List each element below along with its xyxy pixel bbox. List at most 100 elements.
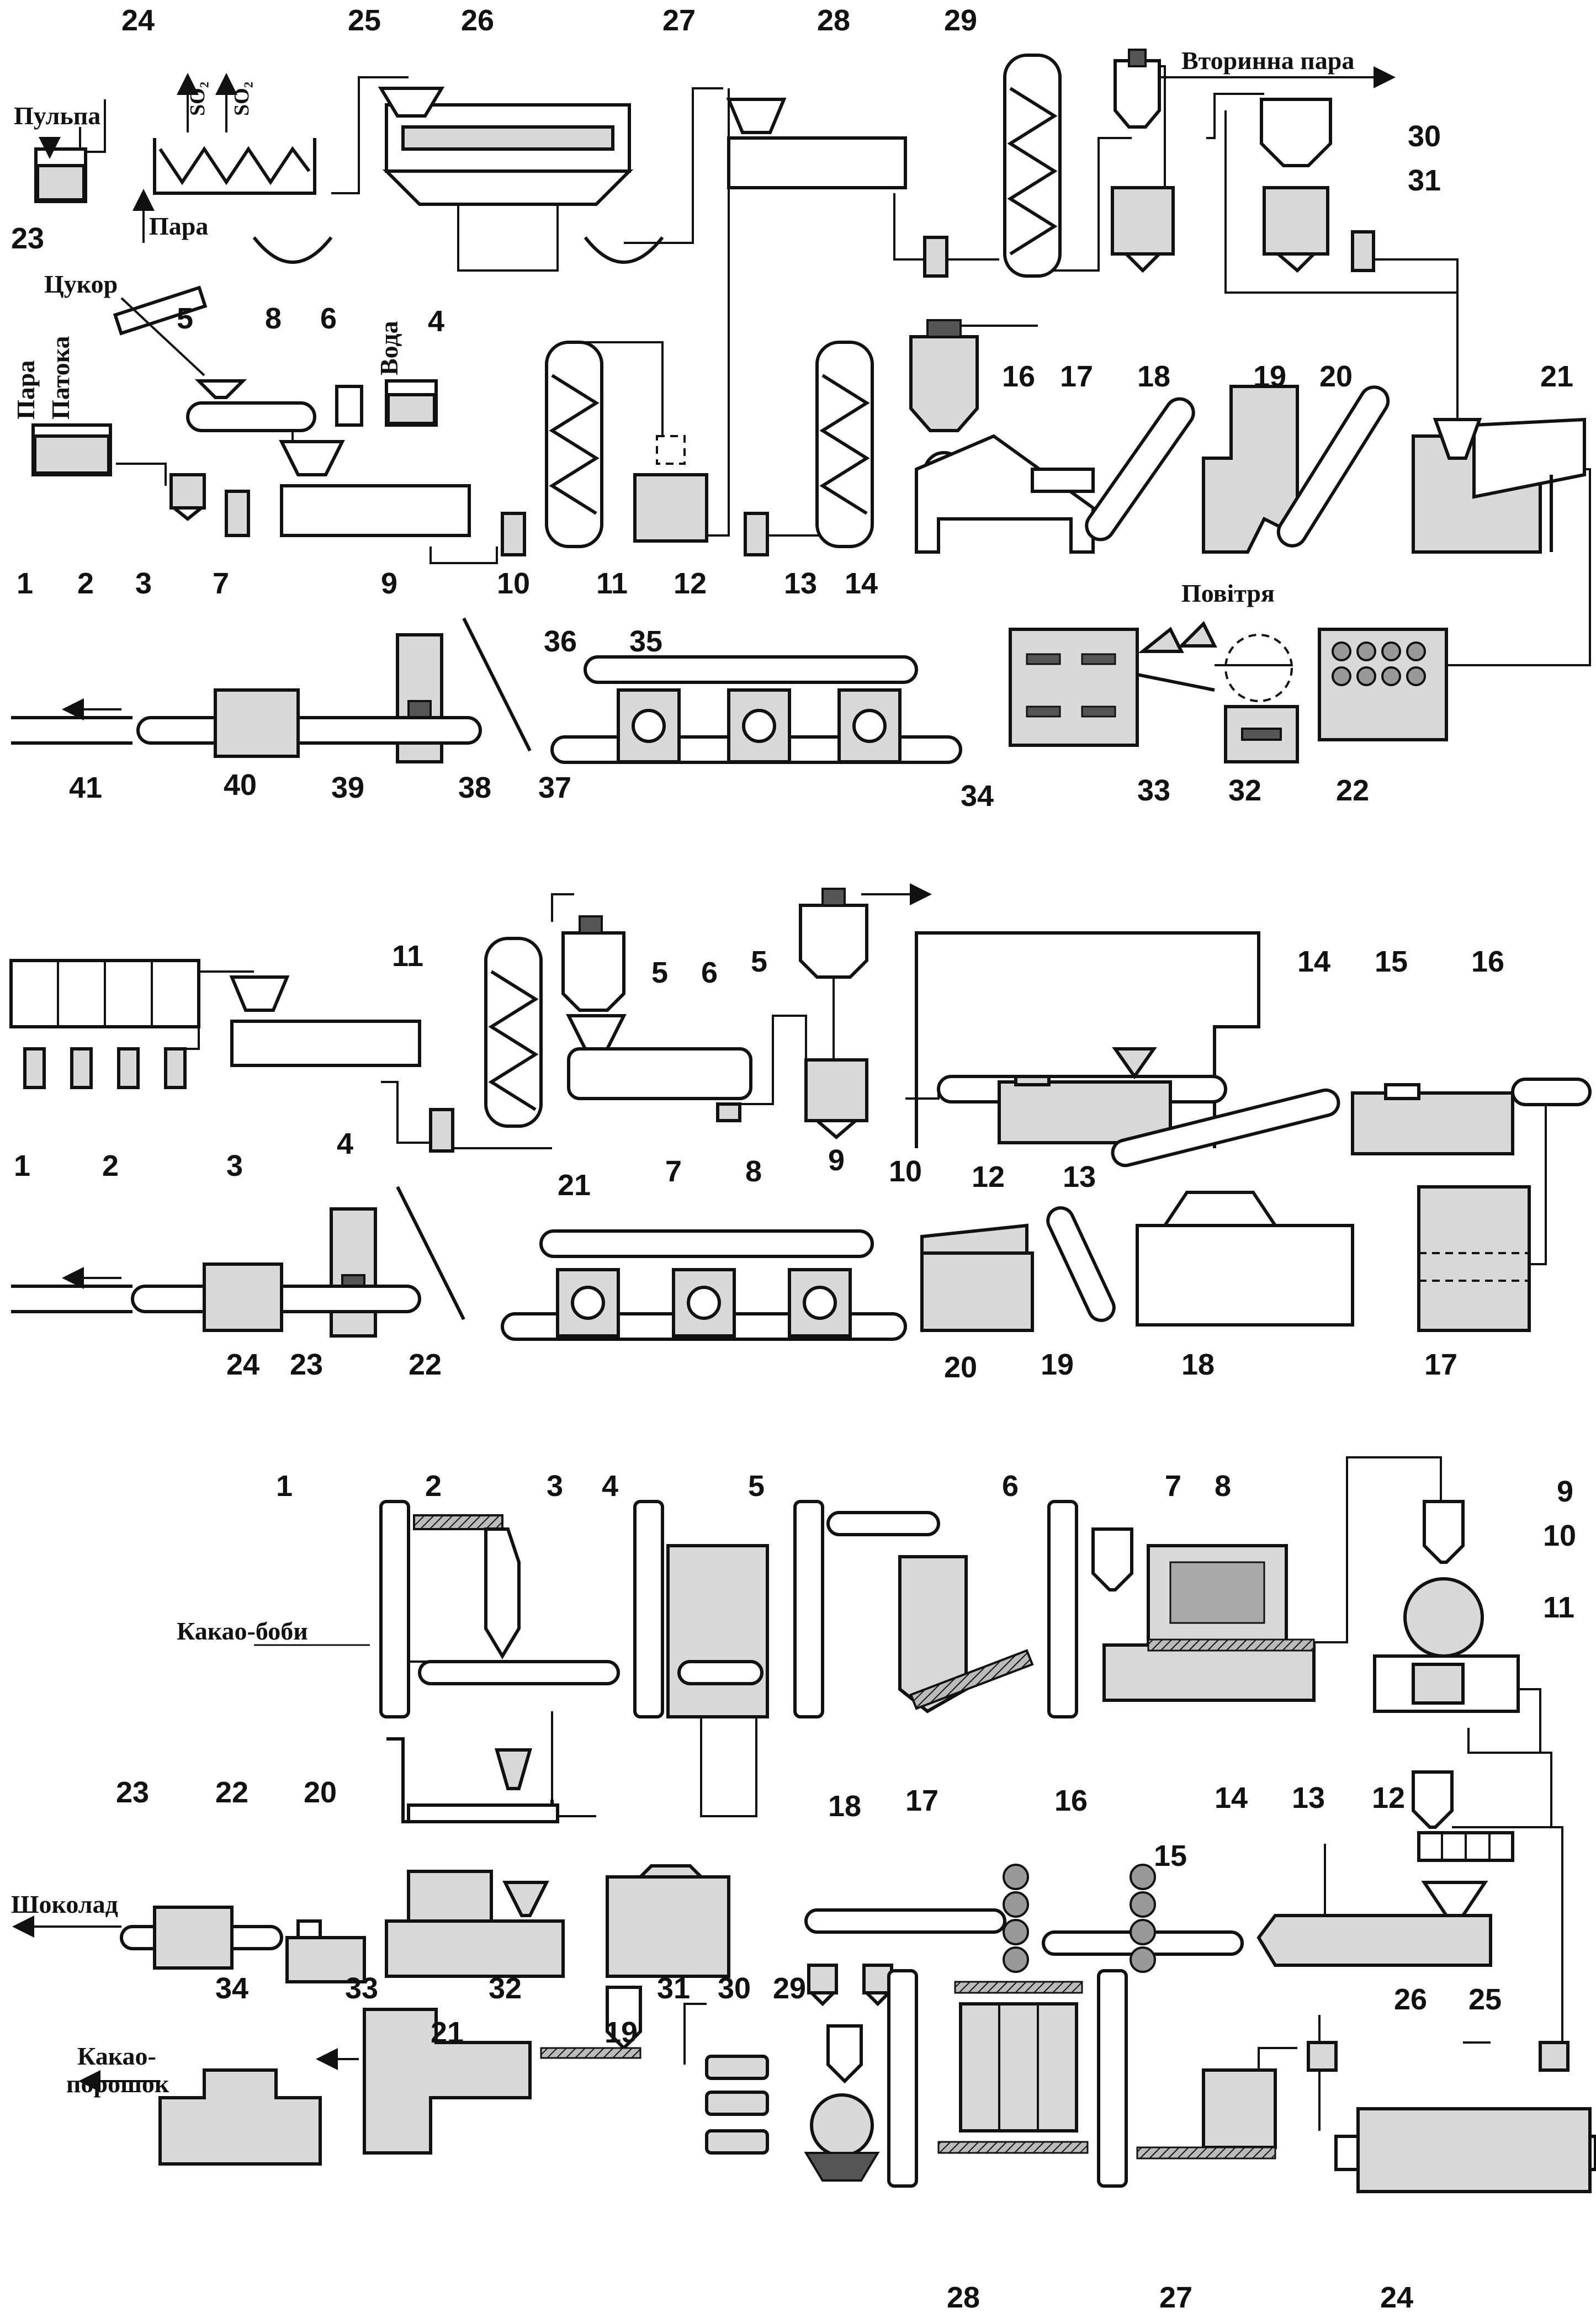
num-8: 8 bbox=[265, 302, 282, 335]
s2-num-5b: 5 bbox=[751, 945, 767, 978]
pump-28-29 bbox=[923, 236, 948, 278]
s2-equipment-16-conveyor bbox=[1511, 1078, 1592, 1106]
s3-equipment-31-coolers bbox=[705, 2055, 769, 2155]
num-31: 31 bbox=[1408, 164, 1441, 197]
equipment-13-pump bbox=[744, 512, 769, 556]
s3-equipment-28-silos bbox=[959, 2002, 1078, 2132]
label-pulpa: Пульпа bbox=[14, 102, 100, 130]
equipment-12-apparatus bbox=[633, 473, 708, 543]
num-23: 23 bbox=[11, 222, 44, 255]
num-2: 2 bbox=[77, 567, 94, 600]
equipment-30-hopper bbox=[1260, 98, 1332, 167]
num-41: 41 bbox=[69, 771, 102, 804]
section-2-scheme: 1 2 3 4 5 5 6 7 8 9 10 11 12 13 14 15 16… bbox=[9, 883, 1592, 1384]
num-28: 28 bbox=[817, 4, 850, 37]
num-14: 14 bbox=[845, 567, 878, 600]
s2-equipment-12-frame bbox=[915, 931, 1260, 1148]
num-32: 32 bbox=[1228, 774, 1261, 807]
s3-equipment-3-cleaner bbox=[484, 1527, 521, 1659]
s2-num-7: 7 bbox=[665, 1155, 682, 1188]
s3-equipment-29-hopper bbox=[826, 2024, 863, 2084]
equipment-33-feeder bbox=[1138, 627, 1184, 653]
s3-equipment-32-hopper bbox=[606, 1986, 642, 2051]
section-2-item-numbers: 1 2 3 4 5 5 6 7 8 9 10 11 12 13 14 15 16… bbox=[14, 940, 1504, 1384]
label-vtorynna-para: Вторинна пара bbox=[1181, 46, 1354, 75]
s3-num-33: 33 bbox=[345, 1972, 378, 2005]
equipment-32-drum bbox=[1224, 634, 1293, 702]
pump-31 bbox=[1351, 230, 1375, 272]
s3-num-18: 18 bbox=[828, 1790, 861, 1823]
equipment-18-conveyor bbox=[1085, 397, 1195, 542]
equipment-separator bbox=[1114, 59, 1161, 129]
s3-num-15: 15 bbox=[1154, 1839, 1187, 1872]
s3-equipment-2-screw bbox=[413, 1514, 503, 1530]
s3-num-34: 34 bbox=[215, 1972, 248, 2005]
equipment-8-conveyor bbox=[186, 401, 316, 432]
s3-num-32: 32 bbox=[489, 1972, 522, 2005]
s3-equipment-24-conche bbox=[1356, 2107, 1592, 2193]
s3-equipment-6-winnower bbox=[898, 1555, 968, 1713]
s3-equipment-18-pumps bbox=[807, 1964, 893, 2007]
s3-equipment-10-mill bbox=[1403, 1577, 1484, 1658]
num-40: 40 bbox=[224, 768, 257, 802]
equipment-20-conveyor bbox=[1276, 385, 1390, 548]
num-3: 3 bbox=[135, 567, 152, 600]
num-30: 30 bbox=[1408, 120, 1441, 153]
s3-num-31: 31 bbox=[657, 1972, 690, 2005]
equipment-36-wrappers bbox=[617, 688, 902, 763]
label-povitrya: Повітря bbox=[1181, 579, 1275, 607]
s3-equipment-1-elevator bbox=[379, 1500, 410, 1718]
s3-num-11: 11 bbox=[1543, 1591, 1574, 1624]
equipment-7-pump bbox=[225, 490, 250, 537]
s3-equipment-8-mill bbox=[1102, 1643, 1316, 1702]
s3-equipment-6-elevator bbox=[793, 1500, 824, 1718]
s2-num-5a: 5 bbox=[651, 956, 668, 989]
s3-num-17: 17 bbox=[905, 1784, 938, 1817]
section-3-scheme: Какао-боби Шоколад Какао- порошок 1 2 3 … bbox=[11, 1456, 1596, 2313]
s3-num-1: 1 bbox=[276, 1470, 293, 1503]
num-25: 25 bbox=[348, 4, 381, 37]
s2-equipment-6-drum bbox=[567, 1047, 752, 1100]
s3-num-26: 26 bbox=[1394, 1983, 1427, 2016]
s3-equipment-30-mill bbox=[810, 2093, 874, 2157]
s3-num-20: 20 bbox=[304, 1776, 337, 1809]
s3-equipment-7-hopper bbox=[1091, 1527, 1133, 1591]
num-13: 13 bbox=[784, 567, 817, 600]
s2-num-19: 19 bbox=[1041, 1348, 1074, 1381]
s2-num-18: 18 bbox=[1181, 1348, 1215, 1381]
s2-equipment-21-belt bbox=[539, 1229, 874, 1258]
equipment-34-cooler bbox=[1009, 628, 1139, 747]
s2-num-17: 17 bbox=[1424, 1348, 1457, 1381]
s3-num-25: 25 bbox=[1468, 1983, 1502, 2016]
s3-equipment-16-rollers bbox=[1003, 1864, 1156, 1973]
s2-num-14: 14 bbox=[1297, 945, 1330, 978]
section-3-item-numbers: 1 2 3 4 5 6 7 8 9 10 11 12 13 14 15 16 1… bbox=[116, 1470, 1576, 2313]
s3-num-24: 24 bbox=[1380, 2281, 1413, 2313]
s3-num-4: 4 bbox=[602, 1470, 618, 1503]
s3-num-10: 10 bbox=[1543, 1519, 1576, 1552]
s3-equipment-20-trough bbox=[407, 1803, 559, 1823]
num-4: 4 bbox=[428, 305, 444, 338]
s2-equipment-14-conveyor bbox=[1111, 1088, 1340, 1168]
equipment-38-elevator bbox=[462, 617, 532, 752]
s2-equipment-22-elevator bbox=[396, 1186, 465, 1320]
num-5: 5 bbox=[177, 302, 193, 335]
s2-num-13: 13 bbox=[1063, 1160, 1096, 1193]
s3-num-5: 5 bbox=[748, 1470, 765, 1503]
s3-num-22: 22 bbox=[215, 1776, 248, 1809]
num-38: 38 bbox=[458, 771, 491, 804]
s2-equipment-17-machine bbox=[1417, 1185, 1531, 1332]
label-kakao-poroshok-1: Какао- bbox=[77, 2042, 156, 2070]
s2-num-16: 16 bbox=[1471, 945, 1504, 978]
s3-equipment-22-box bbox=[285, 1936, 366, 1983]
num-10: 10 bbox=[497, 567, 530, 600]
s2-equipment-13-unit bbox=[998, 1080, 1172, 1144]
s2-equipment-11-evaporator bbox=[484, 937, 543, 1128]
label-patoka: Патока bbox=[46, 336, 75, 420]
equipment-22-moulds bbox=[1332, 641, 1426, 686]
num-29: 29 bbox=[944, 4, 977, 37]
section-1-scheme: Пульпа Пара SO₂ SO₂ Цукор Пара Патока Во… bbox=[11, 4, 1591, 813]
s2-equipment-23-packer bbox=[330, 1207, 377, 1338]
s3-num-19: 19 bbox=[605, 2016, 638, 2049]
s2-num-9: 9 bbox=[828, 1144, 845, 1177]
